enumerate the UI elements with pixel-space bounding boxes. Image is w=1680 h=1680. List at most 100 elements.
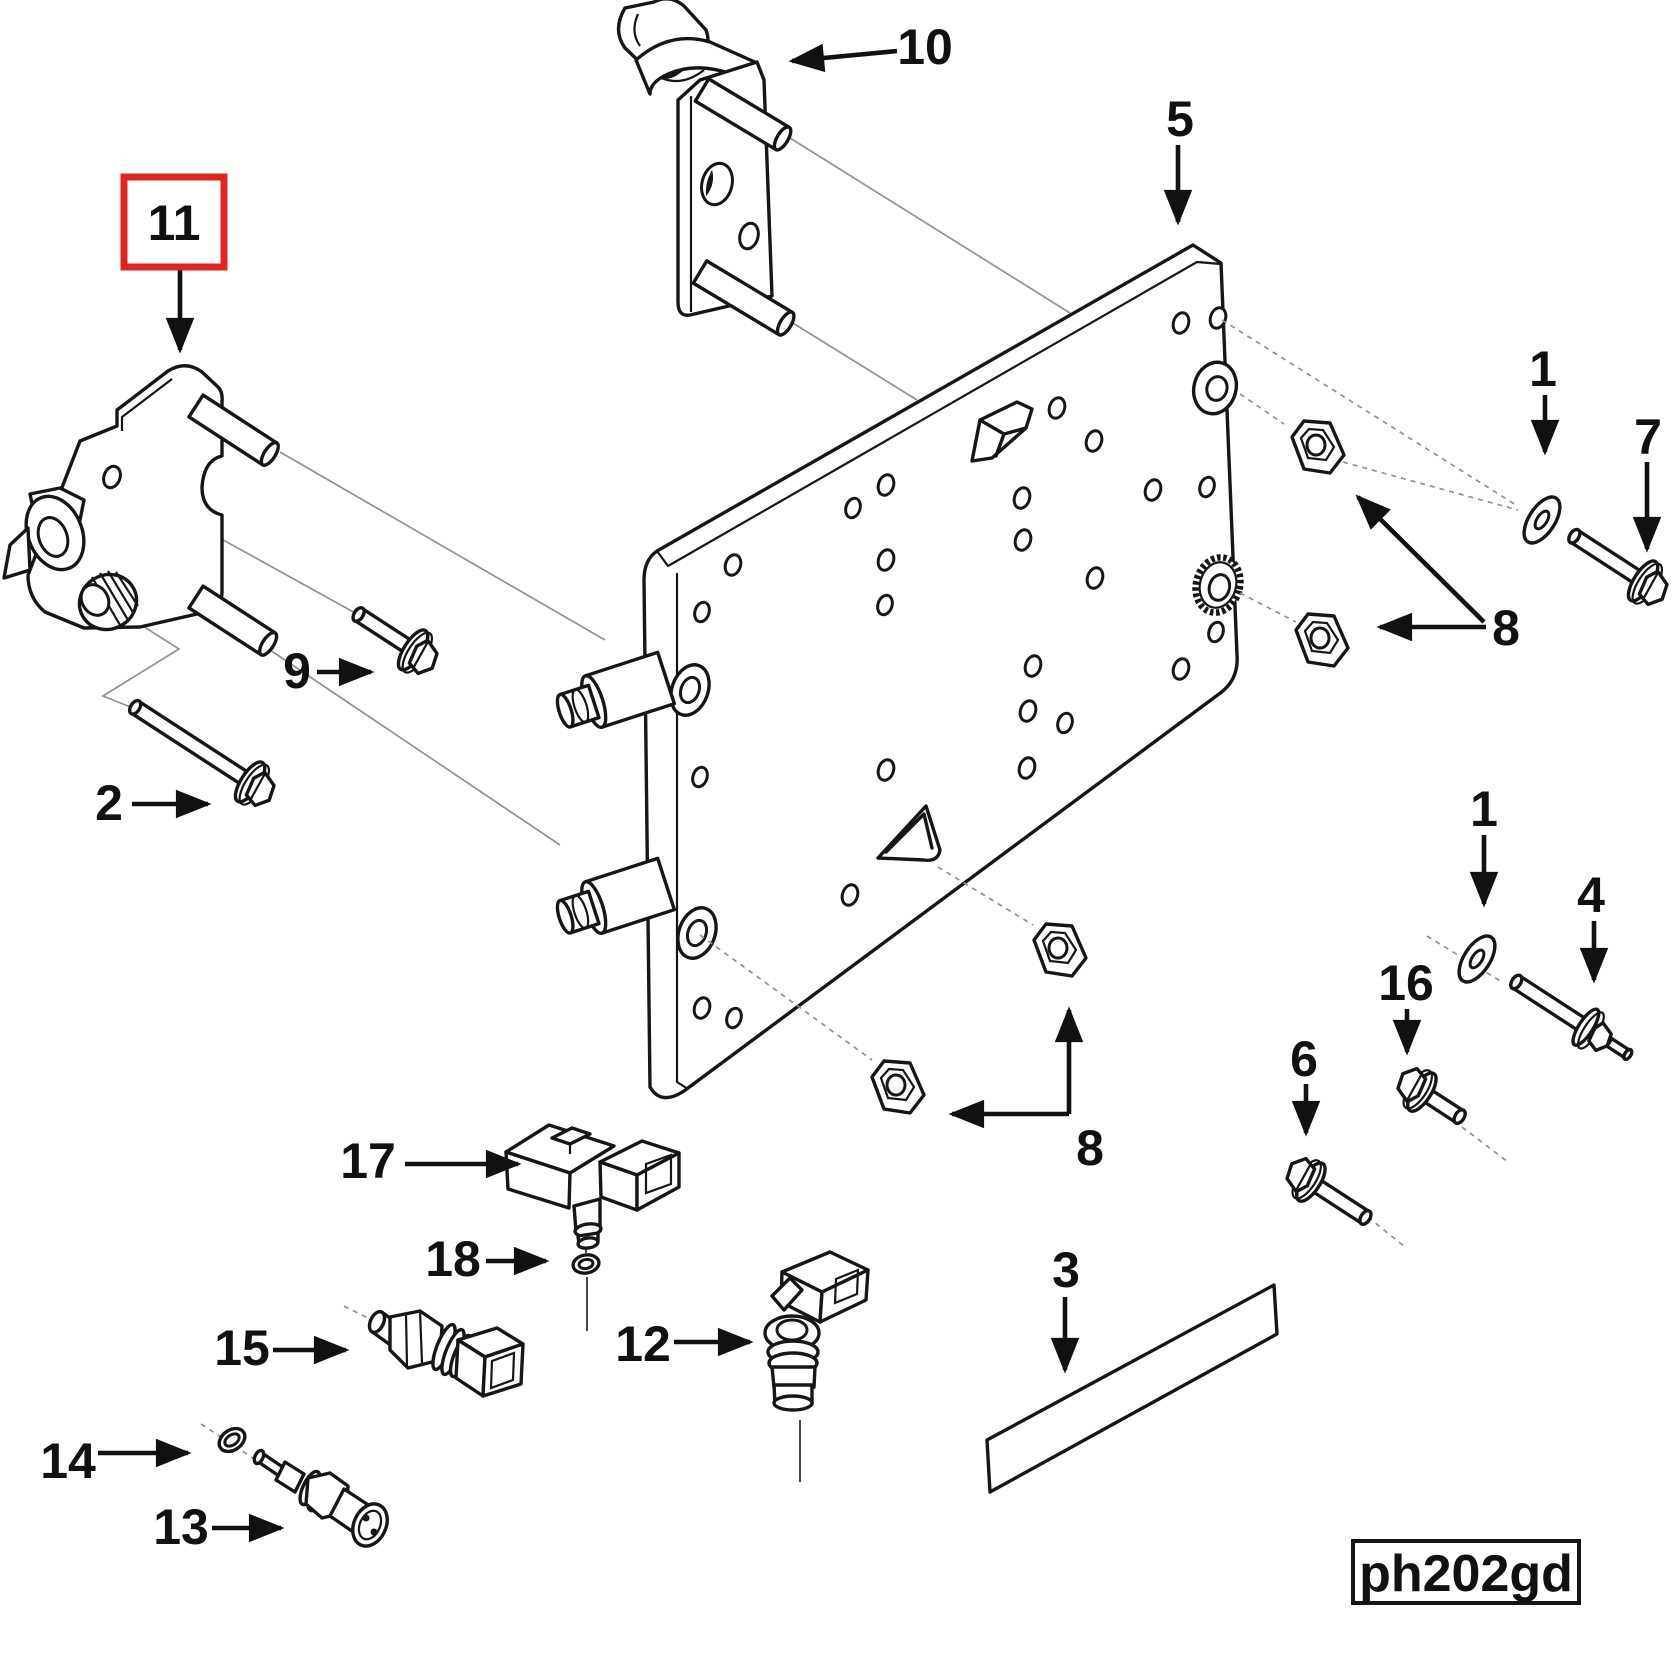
plate-outline — [642, 243, 1239, 1100]
callout-17: 17 — [340, 1133, 396, 1189]
cam-sensor-12 — [763, 1250, 870, 1412]
temp-sensor-15 — [367, 1309, 525, 1398]
callout-1-bottom: 1 — [1470, 781, 1498, 837]
flange-bolt-16 — [1396, 1066, 1467, 1126]
diagram-code-box: ph202gd — [1351, 1539, 1581, 1605]
grommet-ring — [1191, 360, 1239, 416]
guide-line — [279, 451, 606, 641]
plate-hole — [725, 1006, 743, 1030]
callout-12: 12 — [615, 1316, 671, 1372]
plate-hole — [1085, 566, 1105, 590]
flange-nut-8c — [1032, 922, 1088, 978]
o-ring-14 — [217, 1426, 247, 1454]
bracket11-boss — [2, 494, 86, 580]
plate-hole — [1084, 429, 1104, 453]
guide-line — [1221, 319, 1517, 506]
bracket10-hole-large — [700, 161, 734, 207]
guide-line — [787, 319, 918, 401]
bracket11-stud-upper — [187, 393, 280, 467]
bracket11-thickness-line — [120, 378, 173, 431]
guide-line — [1367, 1216, 1406, 1248]
grommet-ring — [669, 663, 711, 717]
plate-hole — [1017, 756, 1037, 780]
plate-hole — [1013, 528, 1033, 552]
flange-nut-8d — [870, 1059, 926, 1115]
guide-line — [937, 866, 1034, 926]
flange-bolt-2 — [127, 698, 276, 808]
o-ring-18 — [571, 1253, 601, 1275]
callout-6: 6 — [1290, 1031, 1318, 1087]
callout-10: 10 — [897, 19, 953, 75]
plate-hole — [1207, 620, 1225, 644]
plate-hole — [876, 548, 896, 572]
plate-hole — [692, 996, 712, 1020]
plate-slot-top — [970, 400, 1034, 463]
bracket11-collar — [77, 570, 139, 632]
flange-nut-8b — [1294, 612, 1350, 668]
guide-line — [269, 649, 561, 846]
plate-slot-triangle — [876, 804, 942, 862]
plate-hole — [693, 600, 711, 624]
bracket10-stud-lower — [691, 259, 796, 337]
knurled-grommet-ring — [1192, 554, 1244, 616]
plate-hole — [840, 883, 860, 907]
plate-hole — [1171, 657, 1191, 681]
guide-line — [1239, 393, 1285, 425]
callout-7: 7 — [1634, 409, 1662, 465]
stud-bolt-4 — [1509, 973, 1634, 1062]
callout-8-right: 8 — [1492, 600, 1520, 656]
plate-hole — [844, 496, 862, 520]
plate-port-upper — [555, 650, 677, 730]
flange-bolt-7 — [1567, 527, 1669, 607]
plate-hole — [1023, 654, 1043, 678]
bracket11-hole — [102, 464, 122, 490]
plate-hole — [876, 593, 894, 617]
diagram-code-border — [1351, 1539, 1581, 1605]
guide-line — [789, 137, 1071, 314]
plate-hole — [1208, 306, 1228, 330]
callout-18: 18 — [425, 1231, 481, 1287]
plate-hole — [1171, 311, 1191, 335]
callout-8-bottom: 8 — [1076, 1120, 1104, 1176]
plate-hole — [1143, 478, 1163, 502]
guide-line — [1461, 1126, 1509, 1163]
temp-sensor-13 — [252, 1448, 389, 1548]
guide-line — [1239, 592, 1297, 623]
plate-hole — [876, 758, 896, 782]
callout-1-top: 1 — [1529, 341, 1557, 397]
upper-bracket — [616, 0, 796, 337]
flange-bolt-6 — [1285, 1156, 1373, 1226]
guide-line — [1342, 461, 1519, 511]
callout-15: 15 — [214, 1320, 270, 1376]
plate-holes — [691, 306, 1228, 1030]
callout-3: 3 — [1052, 1242, 1080, 1298]
plate-port-lower — [555, 856, 677, 936]
guide-zigzag — [101, 622, 181, 711]
callout-16: 16 — [1378, 955, 1434, 1011]
callout-5: 5 — [1166, 91, 1194, 147]
grommet-ring — [676, 906, 718, 960]
callout-arrows — [98, 43, 1662, 1543]
spacer-strip — [985, 1283, 1279, 1494]
flange-nut-8a — [1290, 419, 1346, 475]
plate-edge-lines — [655, 260, 1223, 1091]
plate-hole — [1056, 711, 1074, 735]
plate-hole — [1198, 475, 1216, 499]
bracket10-stud-upper — [693, 77, 793, 152]
diagram-code-text: ph202gd — [1359, 1545, 1573, 1603]
plate-hole — [723, 553, 743, 577]
bracket10-tab — [634, 36, 759, 96]
leader-arrow-10 — [788, 43, 898, 73]
callout-4: 4 — [1577, 867, 1605, 923]
bracket10-hole-shade — [705, 170, 714, 196]
leader-arrow-8-diagonal — [1355, 494, 1486, 624]
plate-hole — [1012, 486, 1032, 510]
highlight-box — [120, 173, 228, 271]
bracket11-stud-lower — [187, 584, 279, 657]
plate-hole — [1047, 396, 1067, 420]
washer-1-top — [1515, 489, 1569, 551]
callout-2: 2 — [95, 775, 123, 831]
callout-9: 9 — [283, 643, 311, 699]
